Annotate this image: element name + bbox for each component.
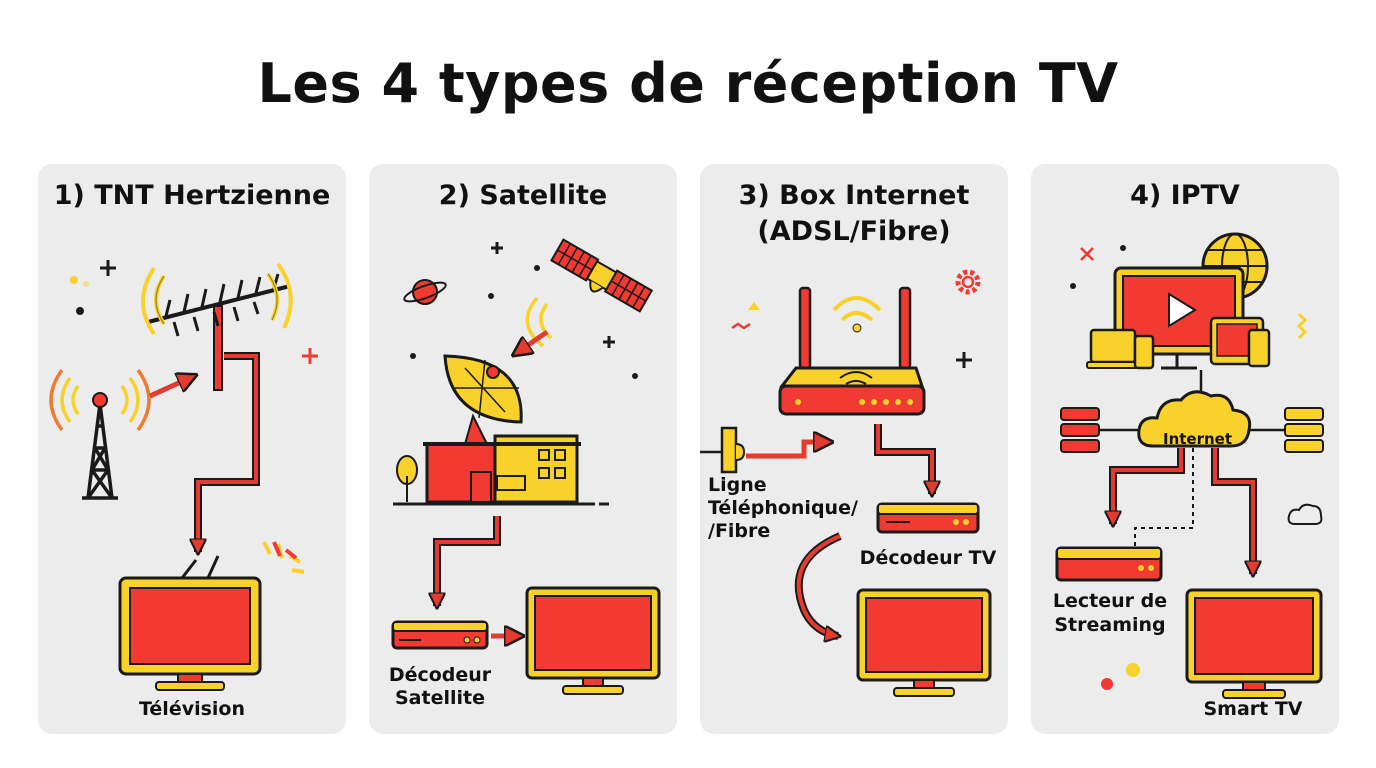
box-internet-illustration	[700, 269, 992, 697]
antenna-icon	[141, 262, 293, 391]
panel-box-internet: 3) Box Internet (ADSL/Fibre)	[700, 164, 1008, 734]
page-title: Les 4 types de réception TV	[257, 52, 1119, 115]
server-right-icon	[1284, 407, 1324, 453]
server-left-icon	[1060, 407, 1100, 453]
player-label-line2: Streaming	[1054, 614, 1166, 636]
gear-icon	[955, 269, 981, 295]
smart-tv-label: Smart TV	[1203, 698, 1303, 720]
planet-icon	[403, 279, 447, 305]
television-icon	[856, 588, 992, 697]
smart-tv-icon	[1185, 588, 1323, 699]
satellite-dish-icon	[443, 354, 523, 445]
decoder-label: Décodeur TV	[859, 547, 997, 569]
multi-device-icon	[1086, 266, 1271, 370]
line-label-3: /Fibre	[708, 520, 771, 542]
phone-plug-icon	[700, 426, 746, 474]
tnt-illustration	[49, 260, 318, 691]
streaming-box-icon	[1055, 546, 1163, 582]
panel-title-line2: (ADSL/Fibre)	[757, 216, 951, 247]
iptv-illustration	[1055, 232, 1324, 699]
panel-title-line1: 3) Box Internet	[738, 180, 970, 211]
panel-title: 3) Box Internet (ADSL/Fibre)	[700, 178, 1008, 250]
line-label-1: Ligne	[708, 474, 767, 496]
panel-title: 1) TNT Hertzienne	[53, 180, 331, 211]
panel-iptv: 4) IPTV	[1031, 164, 1339, 734]
router-icon	[778, 286, 926, 416]
panel-satellite: 2) Satellite	[369, 164, 677, 734]
satellite-icon	[550, 238, 654, 313]
television-icon	[118, 541, 305, 691]
tv-decoder-icon	[876, 502, 980, 534]
broadcast-tower-icon	[49, 368, 151, 500]
small-cloud-icon	[1287, 503, 1323, 525]
line-label-2: Téléphonique/	[708, 497, 858, 519]
sparkle-plus-icon	[302, 348, 318, 364]
satellite-illustration	[391, 238, 661, 695]
television-icon	[525, 586, 661, 695]
sparkle-plus-icon	[100, 260, 116, 276]
player-label-line1: Lecteur de	[1052, 590, 1168, 612]
decoder-label-line1: Décodeur	[388, 664, 492, 686]
panel-title: 2) Satellite	[438, 180, 608, 211]
house-icon	[393, 434, 609, 506]
panel-tnt: 1) TNT Hertzienne	[38, 164, 346, 734]
cloud-icon	[1137, 390, 1252, 448]
tv-label: Télévision	[138, 698, 246, 720]
panel-title: 4) IPTV	[1130, 180, 1240, 211]
satellite-decoder-icon	[391, 620, 489, 650]
decoder-label-line2: Satellite	[395, 687, 485, 709]
cloud-label: Internet	[1163, 430, 1233, 448]
